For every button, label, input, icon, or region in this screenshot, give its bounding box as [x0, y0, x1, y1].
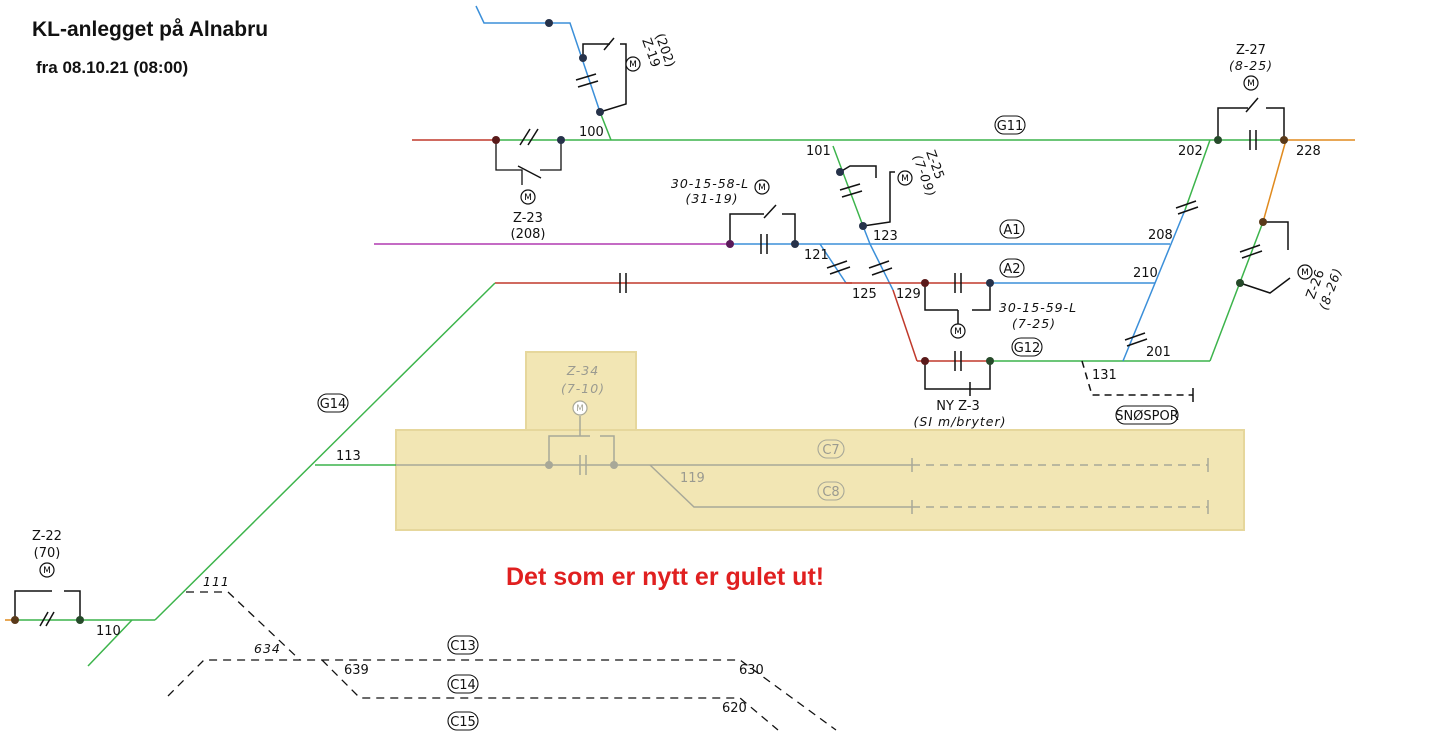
track-z19-feeder	[475, 5, 627, 141]
label-a1: A1	[1003, 223, 1020, 238]
section-101: 101	[806, 144, 831, 159]
switch-d59-name: 30-15-59-L	[999, 300, 1077, 315]
switch-z34-section: (7-10)	[561, 381, 605, 396]
section-119: 119	[680, 471, 705, 486]
switch-z23-section: (208)	[511, 227, 546, 242]
track-lower-dashed	[167, 591, 837, 731]
section-123: 123	[873, 229, 898, 244]
section-111: 111	[203, 574, 230, 589]
new-area-box-upper	[525, 351, 637, 431]
section-110: 110	[96, 624, 121, 639]
switch-d58-section: (31-19)	[685, 191, 738, 206]
page-title: KL-anlegget på Alnabru	[32, 18, 269, 41]
label-g14: G14	[320, 397, 347, 412]
motor-z25	[897, 170, 913, 186]
motor-label-z34: M	[576, 404, 584, 414]
label-c7: C7	[822, 443, 839, 458]
motor-label-z23: M	[524, 193, 532, 203]
section-201: 201	[1146, 345, 1171, 360]
switch-z3-section: (SI m/bryter)	[914, 414, 1007, 429]
track-diagonals-mid	[819, 243, 918, 362]
motor-label-z19: M	[629, 60, 637, 70]
switch-z22-section: (70)	[34, 546, 61, 561]
section-113: 113	[336, 449, 361, 464]
track-g12	[917, 351, 1210, 396]
section-100: 100	[579, 125, 604, 140]
section-129: 129	[896, 287, 921, 302]
motor-label-d59: M	[954, 327, 962, 337]
label-c15: C15	[450, 715, 476, 730]
motor-z22	[39, 562, 55, 578]
motor-label-z22: M	[43, 566, 51, 576]
label-c14: C14	[450, 678, 476, 693]
motor-label-z25: M	[901, 174, 909, 184]
section-210: 210	[1133, 266, 1158, 281]
label-g12: G12	[1014, 341, 1041, 356]
note-new-highlight: Det som er nytt er gulet ut!	[506, 563, 825, 591]
switch-z23-wiring	[495, 140, 562, 185]
section-620: 620	[722, 701, 747, 716]
page-subtitle: fra 08.10.21 (08:00)	[36, 58, 189, 77]
motor-z19	[625, 56, 641, 72]
section-634: 634	[254, 641, 281, 656]
section-639: 639	[344, 663, 369, 678]
motor-z27	[1243, 75, 1259, 91]
track-c7-c8-new	[396, 416, 1209, 514]
switch-z3-name: NY Z-3	[936, 399, 979, 414]
label-c13: C13	[450, 639, 476, 654]
label-g11: G11	[997, 119, 1024, 134]
section-125: 125	[852, 287, 877, 302]
switch-z27-name: Z-27	[1236, 43, 1266, 58]
switch-z23-name: Z-23	[513, 211, 543, 226]
track-g14	[5, 282, 496, 667]
label-c8: C8	[822, 485, 839, 500]
switch-z34-name: Z-34	[566, 363, 599, 378]
switch-z27-section: (8-25)	[1229, 58, 1273, 73]
switch-d59-section: (7-25)	[1012, 316, 1056, 331]
motor-label-d58: M	[758, 183, 766, 193]
motor-z26	[1297, 264, 1313, 280]
motor-d59	[950, 323, 966, 339]
section-202: 202	[1178, 144, 1203, 159]
junction-dots	[11, 19, 1288, 624]
section-208: 208	[1148, 228, 1173, 243]
label-snospor: SNØSPOR	[1115, 409, 1179, 424]
track-right-diagonal	[1081, 139, 1211, 402]
track-diagonal-101	[832, 145, 895, 245]
section-630: 630	[739, 663, 764, 678]
section-121: 121	[804, 248, 829, 263]
track-g11	[412, 128, 1355, 150]
motor-label-z27: M	[1247, 79, 1255, 89]
motor-d58	[754, 179, 770, 195]
motor-z23	[520, 189, 536, 205]
track-a2	[495, 273, 1155, 325]
label-a2: A2	[1003, 262, 1020, 277]
track-a1	[374, 204, 1170, 254]
motor-label-z26: M	[1301, 268, 1309, 278]
switch-z22-name: Z-22	[32, 529, 62, 544]
switch-z27-z26	[1209, 97, 1291, 362]
section-131: 131	[1092, 368, 1117, 383]
section-228: 228	[1296, 144, 1321, 159]
motor-symbols	[39, 56, 1313, 578]
switch-d58-name: 30-15-58-L	[671, 176, 749, 191]
motor-z34	[572, 400, 588, 416]
